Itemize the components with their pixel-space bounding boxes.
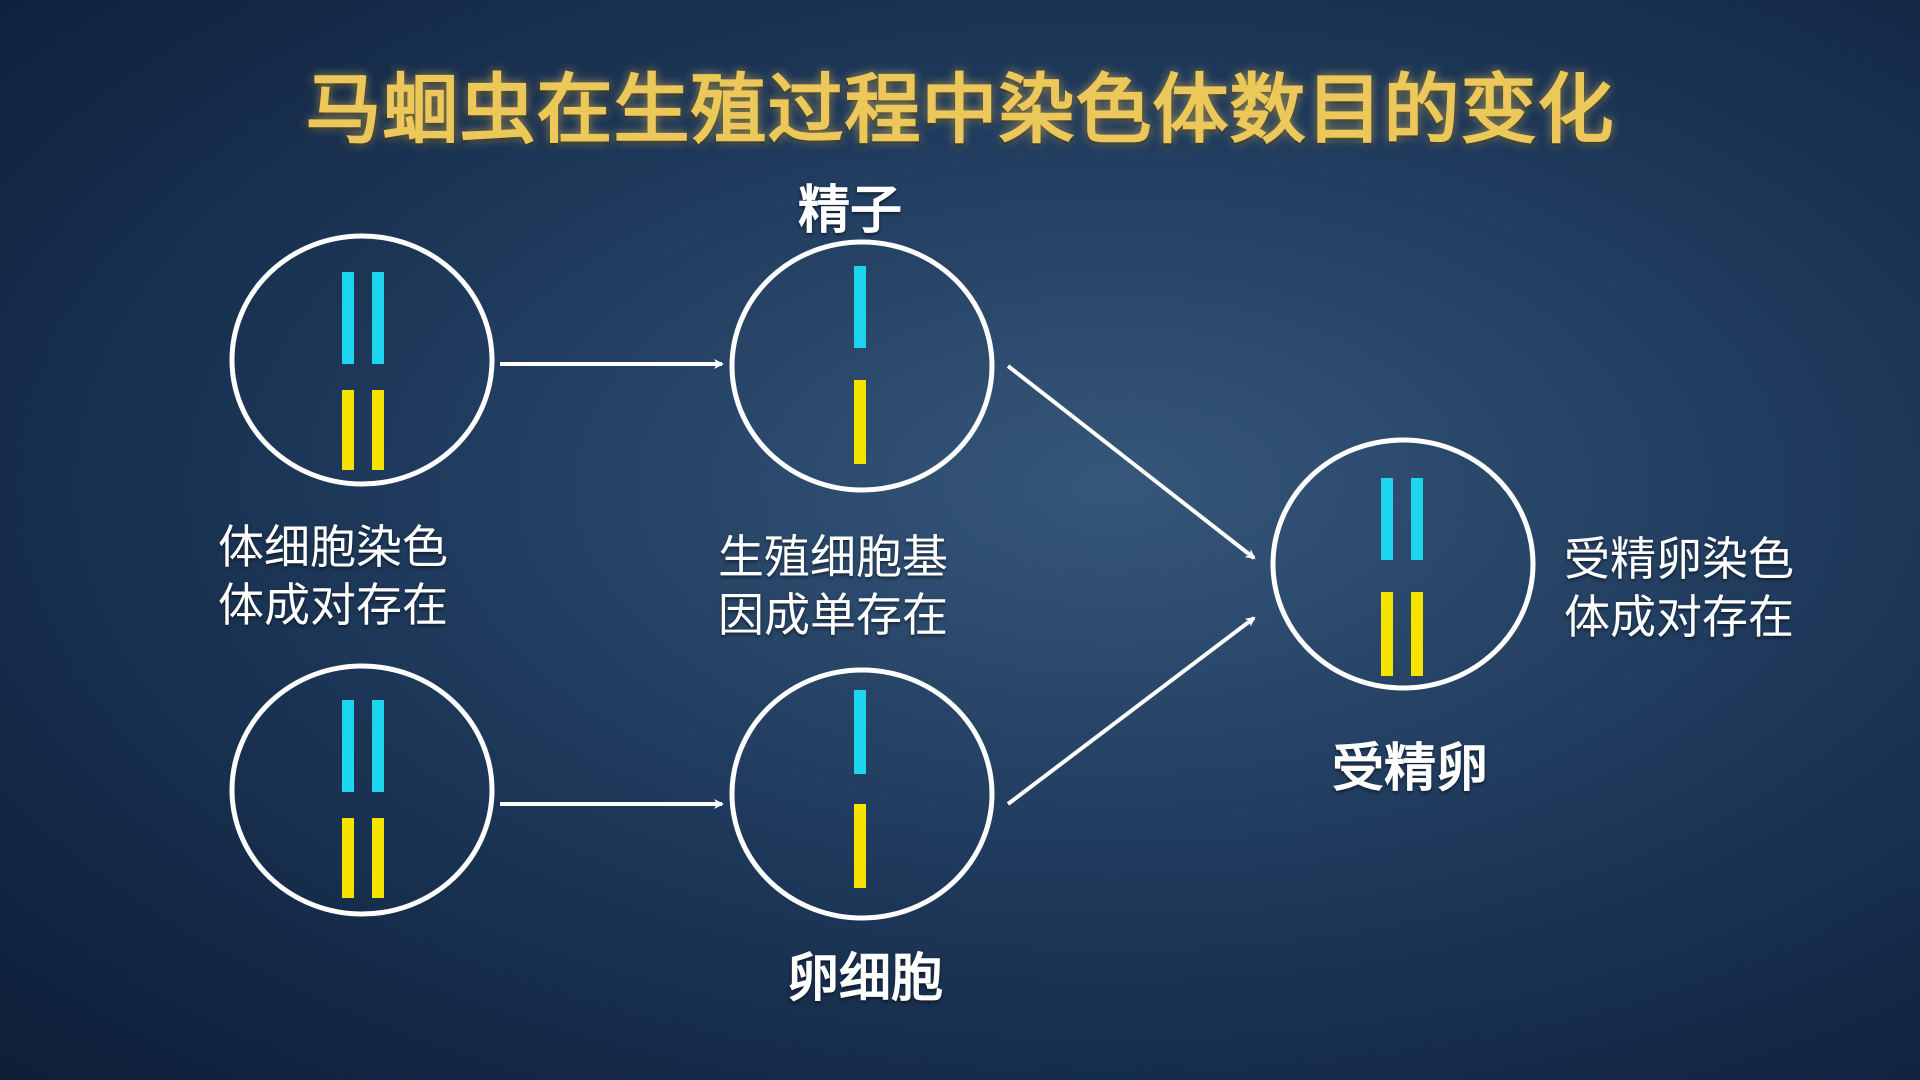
chromosome-blue bbox=[1411, 478, 1423, 560]
zygote-label: 受精卵 bbox=[1331, 739, 1488, 799]
chromosome-yellow bbox=[1381, 592, 1393, 676]
cell-membrane bbox=[729, 239, 995, 493]
chromosome-blue bbox=[854, 266, 866, 348]
chromosome-blue bbox=[372, 700, 384, 792]
zygote-cell bbox=[1270, 437, 1536, 691]
chromosome-yellow bbox=[372, 818, 384, 898]
egg-cell bbox=[729, 667, 995, 921]
chromosome-yellow bbox=[372, 390, 384, 470]
chromosome-yellow bbox=[1411, 592, 1423, 676]
chromosome-yellow bbox=[854, 804, 866, 888]
chromosome-blue bbox=[1381, 478, 1393, 560]
sperm-label: 精子 bbox=[797, 181, 902, 241]
sperm-cell bbox=[729, 239, 995, 493]
chromosome-yellow bbox=[854, 380, 866, 464]
somatic-cell-bottom bbox=[229, 663, 495, 917]
egg-label: 卵细胞 bbox=[786, 949, 943, 1009]
cell-membrane bbox=[729, 667, 995, 921]
somatic-cell-top bbox=[229, 233, 495, 487]
slide-title: 马蛔虫在生殖过程中染色体数目的变化 bbox=[305, 65, 1615, 154]
cell-membrane bbox=[1270, 437, 1536, 691]
arrow-sperm-to-zygote bbox=[1006, 364, 1256, 560]
chromosome-blue bbox=[342, 700, 354, 792]
cell-membrane bbox=[229, 663, 495, 917]
chromosome-blue bbox=[372, 272, 384, 364]
zygote-description: 受精卵染色体成对存在 bbox=[1564, 532, 1794, 644]
gamete-description: 生殖细胞基因成单存在 bbox=[718, 530, 948, 642]
chromosome-yellow bbox=[342, 818, 354, 898]
cell-membrane bbox=[229, 233, 495, 487]
arrow-egg-to-zygote bbox=[1006, 616, 1256, 806]
somatic-description: 体细胞染色体成对存在 bbox=[218, 520, 448, 632]
chromosome-yellow bbox=[342, 390, 354, 470]
chromosome-blue bbox=[854, 690, 866, 774]
chromosome-blue bbox=[342, 272, 354, 364]
